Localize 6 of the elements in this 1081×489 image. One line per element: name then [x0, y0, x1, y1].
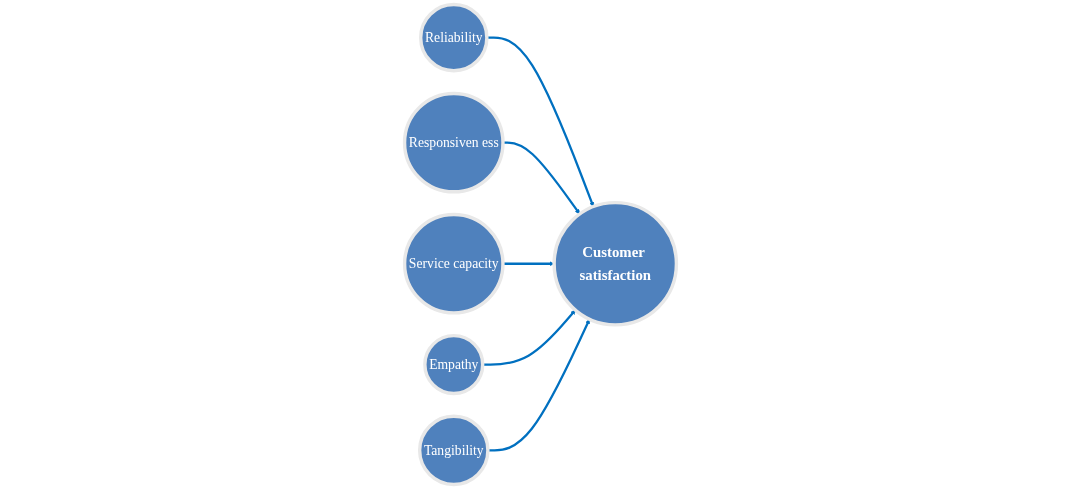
node-circle: Reliability — [419, 2, 489, 73]
node-circle: Responsiven ess — [402, 91, 505, 194]
node-circle: Tangibility — [417, 414, 490, 487]
node-circle: Empathy — [423, 333, 485, 396]
node-circle: Service capacity — [402, 212, 505, 315]
node-circle: Customer satisfaction — [552, 200, 679, 327]
